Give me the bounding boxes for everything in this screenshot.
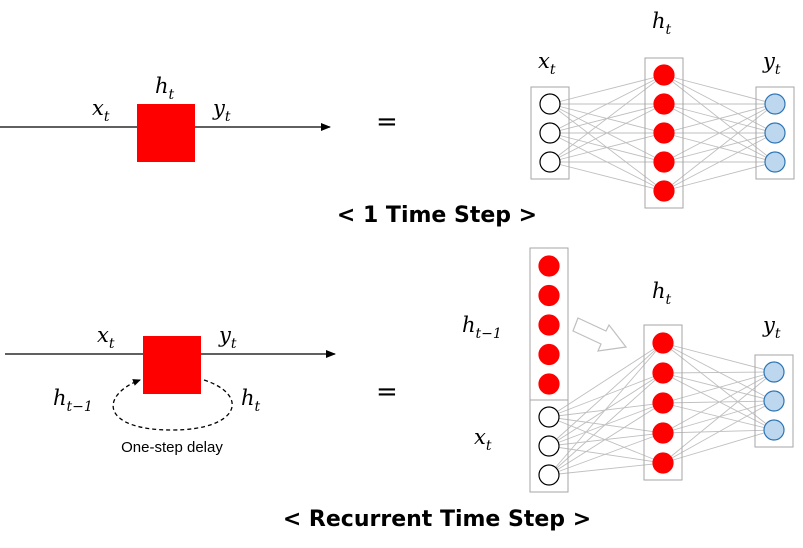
bottom-prev-hidden-node <box>538 284 560 307</box>
bottom-hidden-block <box>143 336 201 394</box>
bottom-input-layer-box <box>529 399 569 493</box>
bottom-output-node <box>763 419 785 441</box>
top-hidden-output-connection <box>663 161 776 192</box>
bottom-hidden-layer-box <box>643 324 683 481</box>
top-output-layer-box <box>755 86 795 180</box>
bottom-net-input-label: xt <box>474 425 492 454</box>
bottom-net-output-label: yt <box>762 313 781 342</box>
top-simple-cell: xt ht yt <box>0 74 331 162</box>
bottom-hidden-node <box>652 362 674 384</box>
top-net-input-label: xt <box>538 49 556 78</box>
bottom-output-layer-box <box>754 354 794 448</box>
bottom-recurrent-cell: xt yt ht−1 ht One-step delay <box>5 323 336 456</box>
top-input-node <box>539 122 561 144</box>
top-hidden-block <box>137 104 195 162</box>
bottom-hidden-label: ht <box>241 386 261 415</box>
top-hidden-label: ht <box>155 74 175 103</box>
bottom-network: ht−1 xt ht yt <box>462 247 794 493</box>
bottom-caption: < Recurrent Time Step > <box>283 507 591 532</box>
top-output-node <box>764 151 786 173</box>
bottom-hidden-output-connection <box>662 400 775 464</box>
recurrence-arrow <box>572 317 628 352</box>
delay-label: One-step delay <box>121 439 223 456</box>
bottom-output-node <box>763 390 785 412</box>
bottom-net-hidden-label: ht <box>652 279 672 308</box>
top-hidden-layer-box <box>644 57 684 209</box>
bottom-output-node <box>763 361 785 383</box>
top-caption: < 1 Time Step > <box>337 203 537 228</box>
bottom-prev-hidden-node <box>538 343 560 366</box>
bottom-hidden-output-connection <box>662 371 775 404</box>
bottom-equals-sign: = <box>376 377 398 407</box>
bottom-prev-hidden-node <box>538 255 560 277</box>
bottom-hidden-output-connection <box>662 372 775 402</box>
bottom-hidden-node <box>652 422 674 444</box>
bottom-net-prev-hidden-label: ht−1 <box>462 313 502 342</box>
bottom-prev-hidden-node <box>538 373 560 395</box>
top-input-layer-box <box>530 86 570 180</box>
bottom-output-label: yt <box>218 323 237 352</box>
top-input-hidden-connection <box>549 74 665 163</box>
bottom-nodes <box>538 255 785 486</box>
top-hidden-output-connection <box>663 103 776 192</box>
bottom-prev-hidden-node <box>538 314 560 336</box>
bottom-input-node <box>538 406 560 428</box>
top-net-hidden-label: ht <box>652 9 672 38</box>
top-equals-sign: = <box>376 107 398 137</box>
bottom-hidden-node <box>652 332 674 354</box>
top-input-hidden-connection <box>549 161 665 192</box>
top-output-label: yt <box>212 96 231 125</box>
top-input-node <box>539 151 561 173</box>
top-nodes <box>539 64 786 202</box>
bottom-input-label: xt <box>97 323 115 352</box>
bottom-prev-hidden-label: ht−1 <box>53 386 93 415</box>
top-hidden-node <box>653 180 675 202</box>
top-input-node <box>539 93 561 115</box>
top-output-node <box>764 93 786 115</box>
top-network: xt ht yt <box>530 9 795 209</box>
bottom-input-node <box>538 464 560 486</box>
bottom-input-hidden-connection <box>548 445 664 464</box>
top-hidden-node <box>653 64 675 86</box>
bottom-hidden-output-connection <box>662 371 775 374</box>
top-net-output-label: yt <box>762 49 781 78</box>
top-output-node <box>764 122 786 144</box>
top-input-hidden-connection <box>549 74 665 105</box>
top-hidden-node <box>653 93 675 115</box>
bottom-hidden-output-connection <box>662 342 775 373</box>
top-hidden-node <box>653 122 675 144</box>
top-hidden-output-connection <box>663 74 776 105</box>
bottom-hidden-node <box>652 392 674 414</box>
top-hidden-node <box>653 151 675 173</box>
top-input-label: xt <box>92 96 110 125</box>
bottom-input-node <box>538 435 560 457</box>
bottom-hidden-node <box>652 452 674 474</box>
